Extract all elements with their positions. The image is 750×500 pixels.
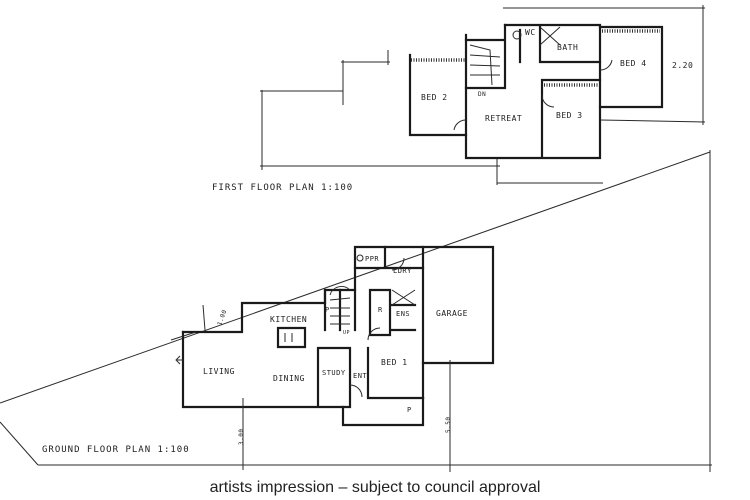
room-label-bath: BATH [557, 43, 578, 52]
first-floor-title: FIRST FLOOR PLAN 1:100 [212, 183, 353, 193]
caption: artists impression – subject to council … [209, 479, 541, 496]
room-label-pantry: P [325, 306, 330, 314]
dimension-side: 1.00 [216, 309, 228, 327]
room-label-study: STUDY [322, 369, 346, 377]
room-label-robe: R [378, 306, 383, 314]
stair-label-down: DN [478, 91, 486, 98]
room-label-retreat: RETREAT [485, 114, 522, 123]
room-label-garage: GARAGE [436, 309, 468, 318]
room-label-kitchen: KITCHEN [270, 315, 307, 324]
dimension-front: 3.00 [238, 429, 245, 445]
room-label-ens: ENS [396, 310, 410, 318]
first-floor-plan: WC BATH BED 4 2.20 BED 2 DN RETREAT BED … [212, 5, 706, 193]
room-label-bed4: BED 4 [620, 59, 647, 68]
stair-label-up: UP [343, 330, 350, 336]
room-label-wc: WC [525, 28, 536, 37]
room-label-porch: P [407, 406, 412, 414]
room-label-ldry: LDRY [393, 267, 412, 275]
room-label-living: LIVING [203, 367, 235, 376]
ground-floor-plan: 1.00 PPR LDRY KITCHEN P UP R ENS GARAGE … [42, 245, 495, 472]
floor-plan-drawing: WC BATH BED 4 2.20 BED 2 DN RETREAT BED … [0, 5, 712, 472]
room-label-dining: DINING [273, 374, 305, 383]
room-label-ppr: PPR [365, 255, 379, 263]
room-label-bed3: BED 3 [556, 111, 583, 120]
ground-floor-title: GROUND FLOOR PLAN 1:100 [42, 445, 190, 455]
room-label-ent: ENT [353, 372, 367, 380]
room-label-bed1: BED 1 [381, 358, 408, 367]
dimension-label: 2.20 [672, 61, 693, 70]
room-label-bed2: BED 2 [421, 93, 448, 102]
dimension-garage: 5.50 [445, 417, 452, 433]
